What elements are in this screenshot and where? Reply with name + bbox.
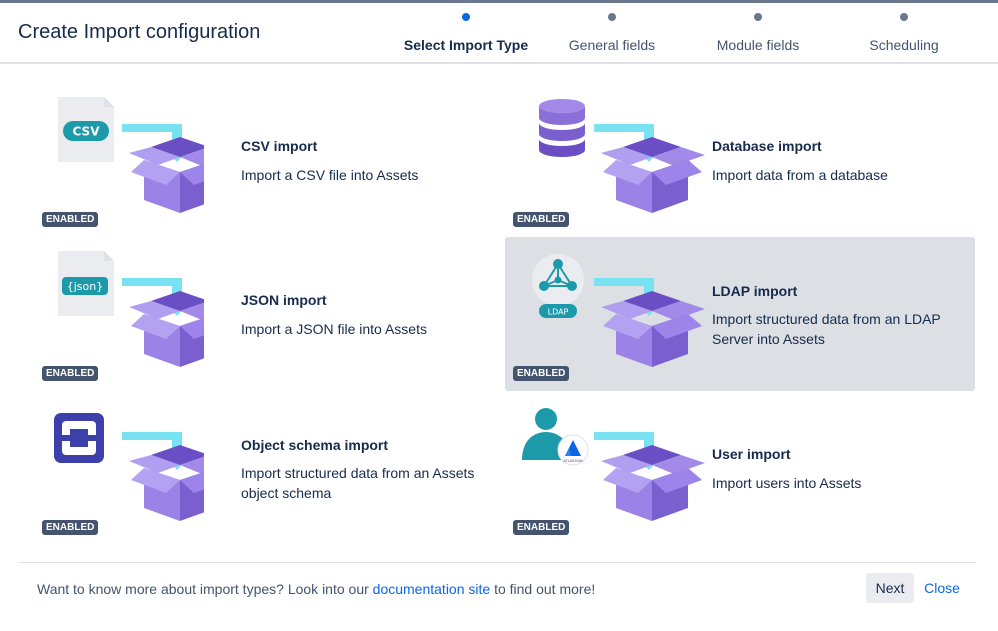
object-schema-icon xyxy=(54,413,204,521)
next-button[interactable]: Next xyxy=(866,573,914,603)
step-label: Scheduling xyxy=(869,37,939,53)
database-icon xyxy=(539,99,705,213)
csv-icon-label: CSV xyxy=(73,125,101,139)
import-card-object-schema[interactable]: Object schema import Import structured d… xyxy=(4,391,474,545)
documentation-link[interactable]: documentation site xyxy=(372,581,491,597)
import-description: Import users into Assets xyxy=(712,475,862,491)
import-description: Import data from a database xyxy=(712,167,888,183)
status-badge: ENABLED xyxy=(42,212,99,227)
step-dot xyxy=(900,13,908,21)
status-badge: ENABLED xyxy=(513,520,570,535)
ldap-network-icon: LDAP xyxy=(532,254,705,367)
user-atlassian-icon: ATLASSIAN xyxy=(522,408,705,521)
import-name: User import xyxy=(712,446,791,462)
json-file-icon: {json} xyxy=(58,251,204,367)
status-badge: ENABLED xyxy=(42,366,99,381)
import-name: JSON import xyxy=(241,292,327,308)
import-name: CSV import xyxy=(241,138,318,154)
step-label: Select Import Type xyxy=(403,37,529,53)
header-divider xyxy=(0,62,998,64)
dialog-title: Create Import configuration xyxy=(18,21,261,43)
footer-help-text: Want to know more about import types? Lo… xyxy=(37,581,595,597)
json-icon-label: {json} xyxy=(67,280,104,293)
import-card-csv[interactable]: CSV CSV import Import a CSV file into As… xyxy=(4,83,474,237)
import-name: Object schema import xyxy=(241,437,389,453)
footer-text-before: Want to know more about import types? Lo… xyxy=(37,581,373,597)
footer-text-after: to find out more! xyxy=(490,581,596,597)
import-description: Import structured data from an Assets ob… xyxy=(241,465,475,501)
step-dot xyxy=(462,13,470,21)
import-card-database[interactable]: Database import Import data from a datab… xyxy=(505,83,975,237)
step-dot xyxy=(608,13,616,21)
dialog-top-border xyxy=(0,0,998,3)
import-description: Import a CSV file into Assets xyxy=(241,167,419,183)
status-badge: ENABLED xyxy=(513,212,570,227)
import-card-user[interactable]: ATLASSIAN User import Import users into … xyxy=(505,391,975,545)
status-badge: ENABLED xyxy=(513,366,570,381)
import-name: Database import xyxy=(712,138,822,154)
import-description: Import structured data from an LDAP Serv… xyxy=(712,311,941,347)
step-label: General fields xyxy=(568,37,656,53)
status-badge: ENABLED xyxy=(42,520,99,535)
atlassian-icon-label: ATLASSIAN xyxy=(563,459,583,463)
ldap-icon-label: LDAP xyxy=(548,308,569,317)
close-button[interactable]: Close xyxy=(918,573,966,603)
import-description: Import a JSON file into Assets xyxy=(241,321,427,337)
step-label: Module fields xyxy=(716,37,800,53)
footer-divider xyxy=(18,562,976,563)
csv-file-icon: CSV xyxy=(58,97,204,213)
import-name: LDAP import xyxy=(712,283,798,299)
import-card-ldap[interactable]: LDAP LDAP import Import structured data … xyxy=(505,237,975,391)
stepper: Select Import Type General fields Module… xyxy=(0,0,998,62)
import-card-json[interactable]: {json} JSON import Import a JSON file in… xyxy=(4,237,474,391)
step-dot xyxy=(754,13,762,21)
